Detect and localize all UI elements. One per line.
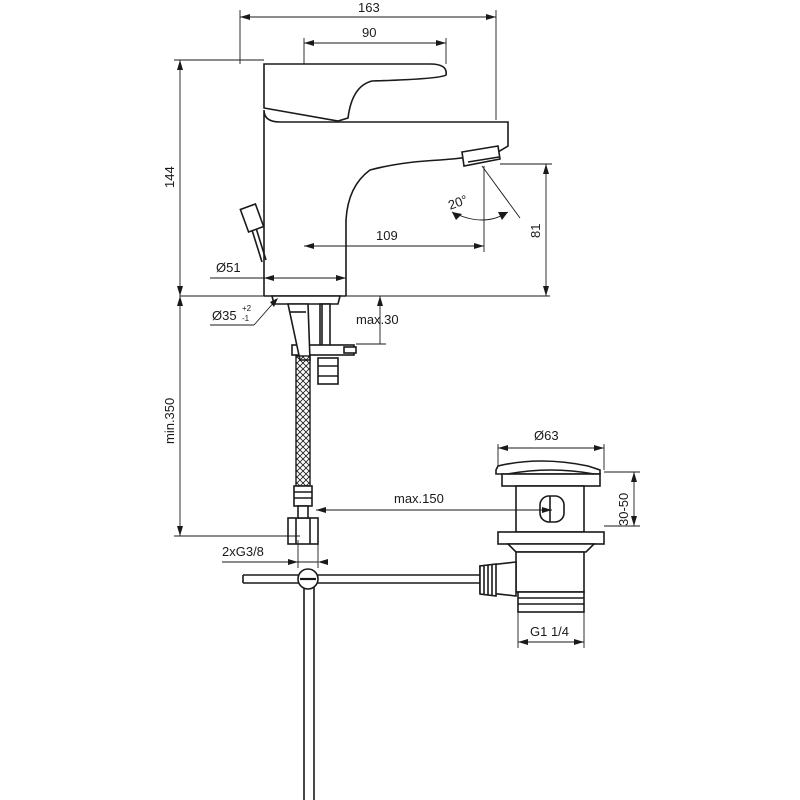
- flexible-hose: [287, 355, 319, 545]
- label-waste-range: 30-50: [616, 493, 631, 526]
- rod-window: [539, 495, 565, 523]
- lift-rod-knob: [239, 202, 265, 234]
- label-min-length: min.350: [162, 398, 177, 444]
- tap-body: [239, 63, 509, 297]
- label-hole-diameter: Ø35: [212, 308, 237, 323]
- aerator: [461, 145, 501, 167]
- label-waste-diameter: Ø63: [534, 428, 559, 443]
- lever-handle: [263, 63, 447, 122]
- label-hole-tol-minus: -1: [242, 314, 250, 323]
- label-spout-projection: 109: [376, 228, 398, 243]
- mounting: [180, 295, 550, 385]
- mounting-nut: [317, 357, 339, 385]
- waste-valve: [479, 460, 605, 613]
- lift-rod: [251, 227, 267, 263]
- label-pull-rod: max.150: [394, 491, 444, 506]
- spout-body: [263, 109, 509, 296]
- label-waste-thread: G1 1/4: [530, 624, 569, 639]
- label-overall-width: 163: [358, 0, 380, 15]
- label-body-diameter: Ø51: [216, 260, 241, 275]
- label-spout-height: 81: [528, 224, 543, 238]
- label-angle: 20°: [446, 192, 470, 213]
- label-lever-width: 90: [362, 25, 376, 40]
- waste-linkage: [242, 568, 480, 800]
- label-height: 144: [162, 166, 177, 188]
- label-deck-thickness: max.30: [356, 312, 399, 327]
- dimension-lines: [174, 10, 640, 648]
- label-connection: 2xG3/8: [222, 544, 264, 559]
- label-hole-tol-plus: +2: [242, 304, 252, 313]
- dimension-labels: 163 90 144 109 81 Ø51 Ø35 +2 -1 max.30 m…: [162, 0, 631, 639]
- hose-nut: [287, 517, 319, 545]
